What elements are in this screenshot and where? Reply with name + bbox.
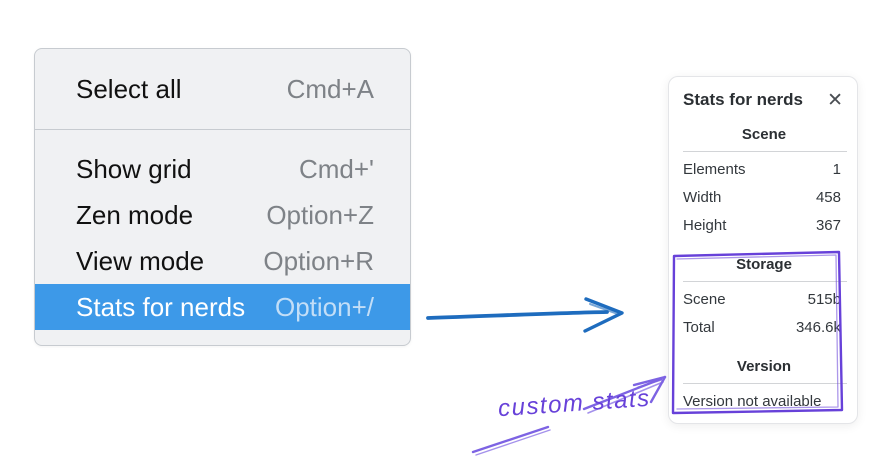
close-icon[interactable]: ✕ xyxy=(827,89,843,111)
stats-section-storage: Storage Scene 515b Total 346.6k xyxy=(683,255,847,342)
context-menu: Select all Cmd+A Show grid Cmd+' Zen mod… xyxy=(34,48,411,346)
stats-panel-title: Stats for nerds xyxy=(683,90,803,109)
stat-label: Width xyxy=(683,189,722,206)
section-heading: Storage xyxy=(736,256,792,273)
stat-label: Total xyxy=(683,319,715,336)
stats-panel-header: Stats for nerds ✕ xyxy=(683,90,845,110)
stat-value: 1 xyxy=(832,161,841,178)
menu-item-label: Zen mode xyxy=(76,199,194,230)
stats-panel: Stats for nerds ✕ Scene Elements 1 Width… xyxy=(668,76,858,424)
section-heading: Scene xyxy=(741,126,787,143)
stats-section-version: Version Version not available xyxy=(683,357,847,415)
divider xyxy=(683,151,847,152)
menu-item-label: View mode xyxy=(76,245,205,276)
menu-item-shortcut: Option+R xyxy=(263,245,374,276)
stat-row-height: Height 367 xyxy=(683,212,845,240)
stat-label: Scene xyxy=(683,291,726,308)
flow-arrow xyxy=(426,297,624,333)
menu-group: Show grid Cmd+' Zen mode Option+Z View m… xyxy=(35,130,410,342)
stat-row-scene-storage: Scene 515b xyxy=(683,286,845,314)
menu-item-select-all[interactable]: Select all Cmd+A xyxy=(35,49,410,130)
menu-item-zen-mode[interactable]: Zen mode Option+Z xyxy=(35,192,410,238)
section-heading: Version xyxy=(736,358,792,375)
menu-item-view-mode[interactable]: View mode Option+R xyxy=(35,238,410,284)
menu-item-show-grid[interactable]: Show grid Cmd+' xyxy=(35,146,410,192)
annotation-text: custom stats xyxy=(497,384,652,423)
stat-value: 346.6k xyxy=(795,319,841,336)
stat-row-total-storage: Total 346.6k xyxy=(683,314,845,342)
stat-row-elements: Elements 1 xyxy=(683,156,845,184)
stat-value: 367 xyxy=(815,217,841,234)
stat-value: 515b xyxy=(807,291,841,308)
menu-item-label: Stats for nerds xyxy=(76,291,246,322)
stat-value: 458 xyxy=(815,189,841,206)
divider xyxy=(683,281,847,282)
menu-item-shortcut: Cmd+A xyxy=(286,73,374,104)
menu-item-shortcut: Cmd+' xyxy=(298,153,374,184)
divider xyxy=(683,383,847,384)
stats-section-scene: Scene Elements 1 Width 458 Height 367 xyxy=(683,125,847,240)
menu-item-shortcut: Option+Z xyxy=(266,199,374,230)
stat-row-width: Width 458 xyxy=(683,184,845,212)
menu-item-label: Show grid xyxy=(76,153,192,184)
stat-label: Height xyxy=(683,217,727,234)
menu-item-shortcut: Option+/ xyxy=(274,291,374,322)
stat-label: Elements xyxy=(683,161,746,178)
menu-item-label: Select all xyxy=(76,73,182,104)
menu-item-stats-for-nerds[interactable]: Stats for nerds Option+/ xyxy=(35,284,410,330)
version-note: Version not available xyxy=(683,393,822,410)
